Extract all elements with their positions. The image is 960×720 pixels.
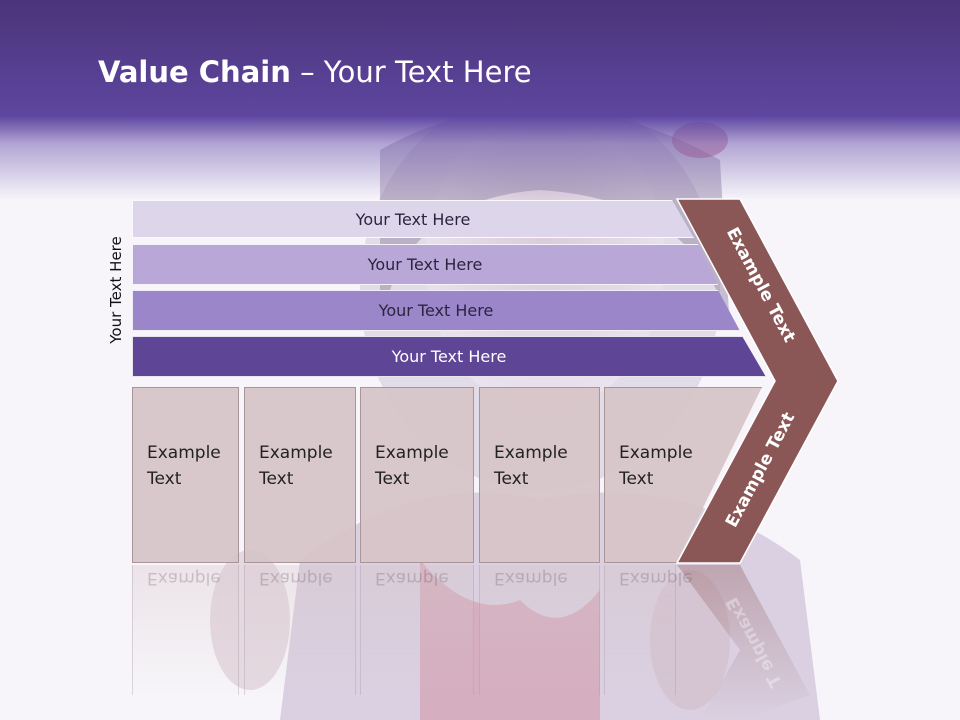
box-3-line2: Text xyxy=(375,469,410,489)
band-4-label: Your Text Here xyxy=(391,347,507,366)
box-1-reflection-text: Example xyxy=(147,568,221,588)
box-4-line1: Example xyxy=(494,443,568,463)
page-title: Value Chain – Your Text Here xyxy=(98,55,532,89)
box-1-line1: Example xyxy=(147,443,221,463)
chevron-shape xyxy=(675,198,839,564)
chevron-reflection xyxy=(677,565,810,720)
box-1-line2: Text xyxy=(147,469,182,489)
box-2-line2: Text xyxy=(259,469,294,489)
title-rest: – Your Text Here xyxy=(290,55,532,89)
box-5-reflection: Example xyxy=(604,565,693,695)
box-2-line1: Example xyxy=(259,443,333,463)
box-1-reflection: Example xyxy=(132,565,239,695)
box-2: Example Text xyxy=(244,387,356,563)
box-4-reflection-text: Example xyxy=(494,568,568,588)
band-3: Your Text Here xyxy=(132,290,740,331)
box-3: Example Text xyxy=(360,387,474,563)
band-2-label: Your Text Here xyxy=(367,255,483,274)
header-bar xyxy=(0,0,960,200)
band-2: Your Text Here xyxy=(132,244,718,285)
band-1-label: Your Text Here xyxy=(355,209,471,229)
box-5-reflection-text: Example xyxy=(619,568,693,588)
box-5-line1: Example xyxy=(619,443,693,463)
band-4: Your Text Here xyxy=(132,336,766,377)
box-3-line1: Example xyxy=(375,443,449,463)
side-label-text: Your Text Here xyxy=(107,236,125,344)
box-3-reflection-text: Example xyxy=(375,568,449,588)
box-1: Example Text xyxy=(132,387,239,563)
box-4: Example Text xyxy=(479,387,600,563)
box-2-reflection: Example xyxy=(244,565,356,695)
box-5-line2: Text xyxy=(619,469,654,489)
band-3-label: Your Text Here xyxy=(378,301,494,320)
title-bold: Value Chain xyxy=(98,55,291,89)
box-2-reflection-text: Example xyxy=(259,568,333,588)
box-3-reflection: Example xyxy=(360,565,474,695)
band-1: Your Text Here xyxy=(132,200,694,238)
box-4-reflection: Example xyxy=(479,565,600,695)
side-label: Your Text Here xyxy=(98,225,134,355)
box-4-line2: Text xyxy=(494,469,529,489)
